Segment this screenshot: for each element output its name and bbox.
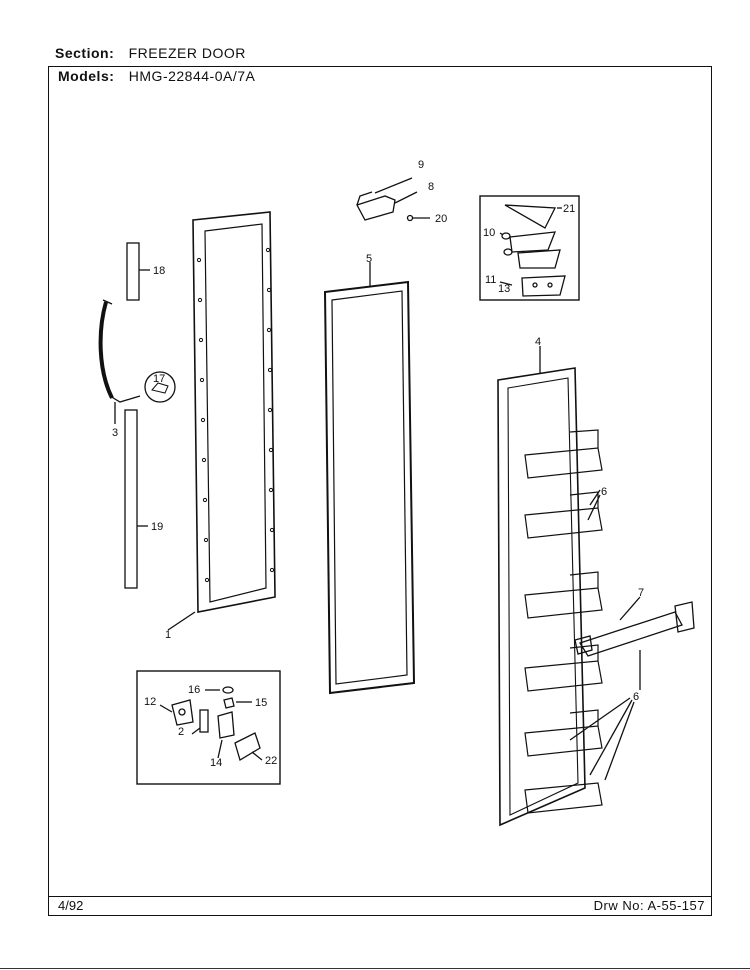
part-19-strip xyxy=(124,409,148,589)
callout-12: 12 xyxy=(144,696,156,708)
drawing-date: 4/92 xyxy=(58,898,84,913)
part-6-leaders xyxy=(569,697,635,781)
hinge-inset-box xyxy=(479,195,580,301)
part-1-door-panel xyxy=(167,211,276,631)
callout-4: 4 xyxy=(535,336,541,348)
callout-3: 3 xyxy=(112,427,118,439)
callout-21: 21 xyxy=(563,203,575,215)
models-heading: Models: HMG-22844-0A/7A xyxy=(58,68,255,84)
callout-1: 1 xyxy=(165,629,171,641)
callout-17: 17 xyxy=(153,373,165,385)
footer-divider xyxy=(48,896,712,897)
callout-6-lower: 6 xyxy=(633,691,639,703)
callout-11: 11 xyxy=(485,274,496,286)
part-18-strip xyxy=(126,242,150,301)
part-4-door-liner xyxy=(497,346,603,827)
hinge-parts-inset-box xyxy=(136,670,281,785)
callout-8: 8 xyxy=(428,181,434,193)
drawing-number-value: A-55-157 xyxy=(647,898,705,913)
part-3-handle xyxy=(98,299,141,424)
callout-7: 7 xyxy=(638,587,644,599)
callout-13: 13 xyxy=(498,283,510,295)
part-7-shelf-bar xyxy=(574,596,695,690)
callout-20: 20 xyxy=(435,213,447,225)
callout-6-upper: 6 xyxy=(601,486,607,498)
callout-16: 16 xyxy=(188,684,200,696)
panel-fastener-holes xyxy=(196,247,275,583)
callout-15: 15 xyxy=(255,697,267,709)
drawing-number-label: Drw No: xyxy=(593,898,645,913)
door-shelf-bins xyxy=(524,429,603,814)
callout-2: 2 xyxy=(178,726,184,738)
callout-19: 19 xyxy=(151,521,163,533)
part-17-detail-circle xyxy=(144,371,176,403)
models-label: Models: xyxy=(58,68,115,84)
callout-5: 5 xyxy=(366,253,372,265)
callout-22: 22 xyxy=(265,755,277,767)
diagram-frame xyxy=(48,66,712,916)
part-5-door-gasket xyxy=(323,262,416,695)
section-value: FREEZER DOOR xyxy=(128,45,246,61)
part-8-9-20-hinge-parts xyxy=(356,177,430,222)
section-label: Section: xyxy=(55,45,115,61)
page-bottom-rule xyxy=(0,968,750,969)
section-heading: Section: FREEZER DOOR xyxy=(55,45,246,61)
callout-10: 10 xyxy=(483,227,495,239)
drawing-number: Drw No: A-55-157 xyxy=(594,898,705,913)
callout-18: 18 xyxy=(153,265,165,277)
models-value: HMG-22844-0A/7A xyxy=(128,68,256,84)
callout-9: 9 xyxy=(418,159,424,171)
callout-14: 14 xyxy=(210,757,222,769)
